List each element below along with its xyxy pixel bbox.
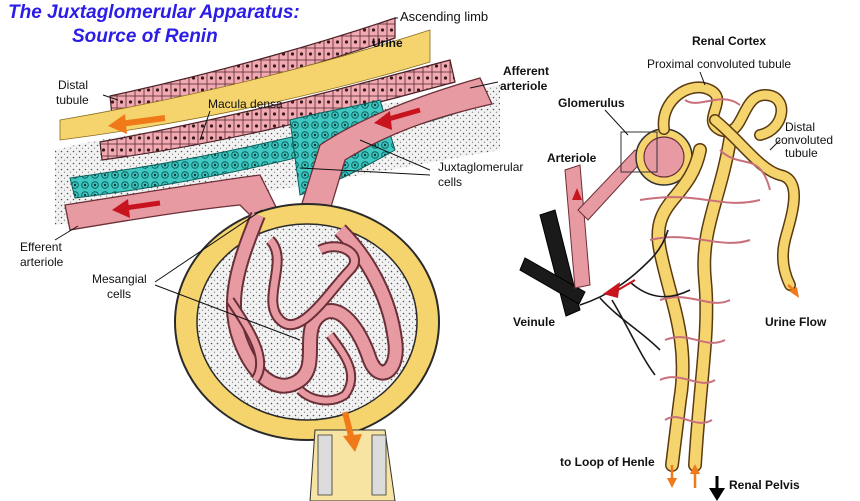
label-afferent-1: Afferent — [503, 64, 550, 78]
diagram-title-line1: The Juxtaglomerular Apparatus: — [8, 2, 300, 23]
urine-flow-arrowhead-left — [108, 114, 127, 134]
loop-henle-arrowhead — [667, 478, 677, 488]
label-afferent-2: arteriole — [500, 79, 548, 93]
label-distal-2: convoluted — [775, 133, 834, 147]
urine-flow-arrowhead-right — [789, 287, 799, 298]
label-distal-tubule-1: Distal — [58, 78, 89, 92]
label-jg-cells-2: cells — [438, 175, 463, 189]
right-diagram-nephron — [519, 71, 800, 501]
diagram-title-line2: Source of Renin — [72, 26, 218, 47]
label-macula-densa: Macula densa — [208, 97, 283, 111]
glomerular-capillaries — [225, 212, 404, 406]
right-leader-lines — [604, 71, 781, 151]
label-ascending-limb: Ascending limb — [400, 9, 489, 24]
label-efferent-1: Efferent — [20, 240, 62, 254]
label-glomerulus: Glomerulus — [558, 96, 625, 110]
veinule-flow-arrow-line — [617, 279, 636, 291]
label-distal-tubule-2: tubule — [56, 93, 89, 107]
filtrate-flow-arrowhead-down — [343, 434, 362, 452]
label-jg-cells-1: Juxtaglomerular — [438, 160, 524, 174]
label-loop-of-henle: to Loop of Henle — [560, 455, 655, 469]
collecting-tubule-inner — [689, 134, 736, 471]
label-urine-flow: Urine Flow — [765, 315, 827, 329]
label-efferent-2: arteriole — [20, 255, 64, 269]
urine-flow-arrow-left — [119, 115, 166, 127]
veinule-vessel-branch — [519, 257, 586, 305]
venous-network — [579, 229, 691, 376]
urine-lumen — [59, 29, 431, 141]
efferent-flow-arrowhead — [112, 199, 130, 218]
renal-pelvis-arrowhead — [709, 488, 725, 501]
veinule-flow-arrowhead — [603, 282, 620, 298]
loop-tubule-inner — [652, 144, 706, 471]
glomerulus-highlight-box — [620, 131, 658, 173]
efferent-flow-arrow — [124, 200, 161, 211]
label-mesangial-1: Mesangial — [92, 272, 147, 286]
left-diagram-juxtaglomerular — [54, 17, 500, 501]
label-distal-3: tubule — [785, 146, 818, 160]
label-distal-1: Distal — [785, 120, 816, 134]
left-leader-lines — [54, 17, 499, 341]
proximal-tubule-cells — [317, 434, 387, 496]
collecting-arrowhead-up — [690, 464, 700, 474]
label-arteriole: Arteriole — [547, 151, 597, 165]
distal-tubule-cells — [99, 59, 456, 161]
label-mesangial-2: cells — [107, 287, 132, 301]
peritubular-capillaries — [639, 98, 771, 424]
label-renal-cortex: Renal Cortex — [692, 34, 767, 48]
label-renal-pelvis: Renal Pelvis — [729, 478, 800, 492]
label-urine: Urine — [372, 36, 403, 50]
label-veinule: Veinule — [513, 315, 556, 329]
distal-convoluted-tubule-inner — [710, 115, 799, 290]
glomerulus-tuft — [643, 136, 685, 178]
afferent-flow-arrow — [384, 107, 421, 123]
arteriole-arrowhead — [572, 188, 582, 200]
arteriole-vessel — [564, 164, 591, 289]
afferent-flow-arrowhead — [374, 111, 392, 130]
label-proximal-convoluted-tubule: Proximal convoluted tubule — [647, 57, 792, 71]
